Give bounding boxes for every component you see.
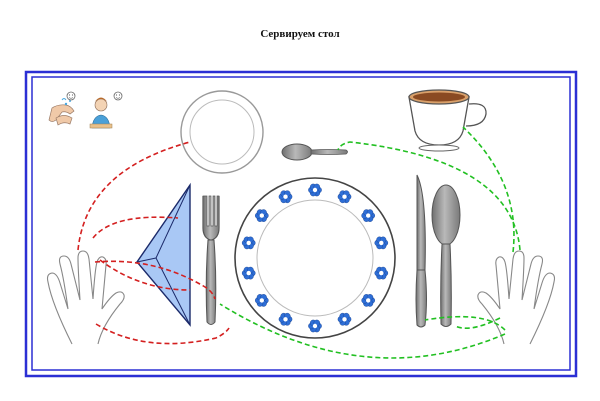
bread-plate bbox=[180, 90, 264, 174]
dinner-plate bbox=[234, 177, 396, 339]
smile-icon bbox=[113, 91, 123, 101]
flower-icon bbox=[337, 190, 352, 204]
hand-washing-icon bbox=[48, 98, 75, 126]
flower-icon bbox=[255, 209, 269, 222]
flower-icon bbox=[361, 209, 375, 222]
fork bbox=[202, 195, 220, 325]
flower-icon bbox=[308, 183, 322, 197]
flower-icon bbox=[337, 312, 352, 326]
girl-serving-icon bbox=[89, 97, 113, 129]
left-hand bbox=[46, 250, 125, 345]
dessert-spoon bbox=[281, 143, 348, 161]
table-frame bbox=[24, 70, 578, 378]
flower-icon bbox=[255, 294, 269, 307]
napkin bbox=[136, 182, 191, 327]
flower-icon bbox=[278, 190, 293, 204]
plate-flower-pattern bbox=[241, 183, 389, 333]
flower-icon bbox=[374, 266, 389, 280]
flower-icon bbox=[308, 319, 322, 333]
flower-icon bbox=[361, 294, 375, 307]
page-title: Сервируем стол bbox=[260, 28, 340, 40]
right-hand bbox=[477, 250, 556, 345]
right-hand-paths bbox=[219, 126, 521, 359]
tea-cup bbox=[408, 89, 487, 152]
flower-icon bbox=[241, 236, 256, 250]
flower-icon bbox=[374, 236, 389, 250]
soup-spoon bbox=[431, 184, 461, 327]
knife bbox=[415, 174, 427, 328]
flower-icon bbox=[278, 312, 293, 326]
smile-icon bbox=[66, 91, 76, 101]
flower-icon bbox=[241, 266, 256, 280]
left-hand-paths bbox=[77, 141, 230, 345]
